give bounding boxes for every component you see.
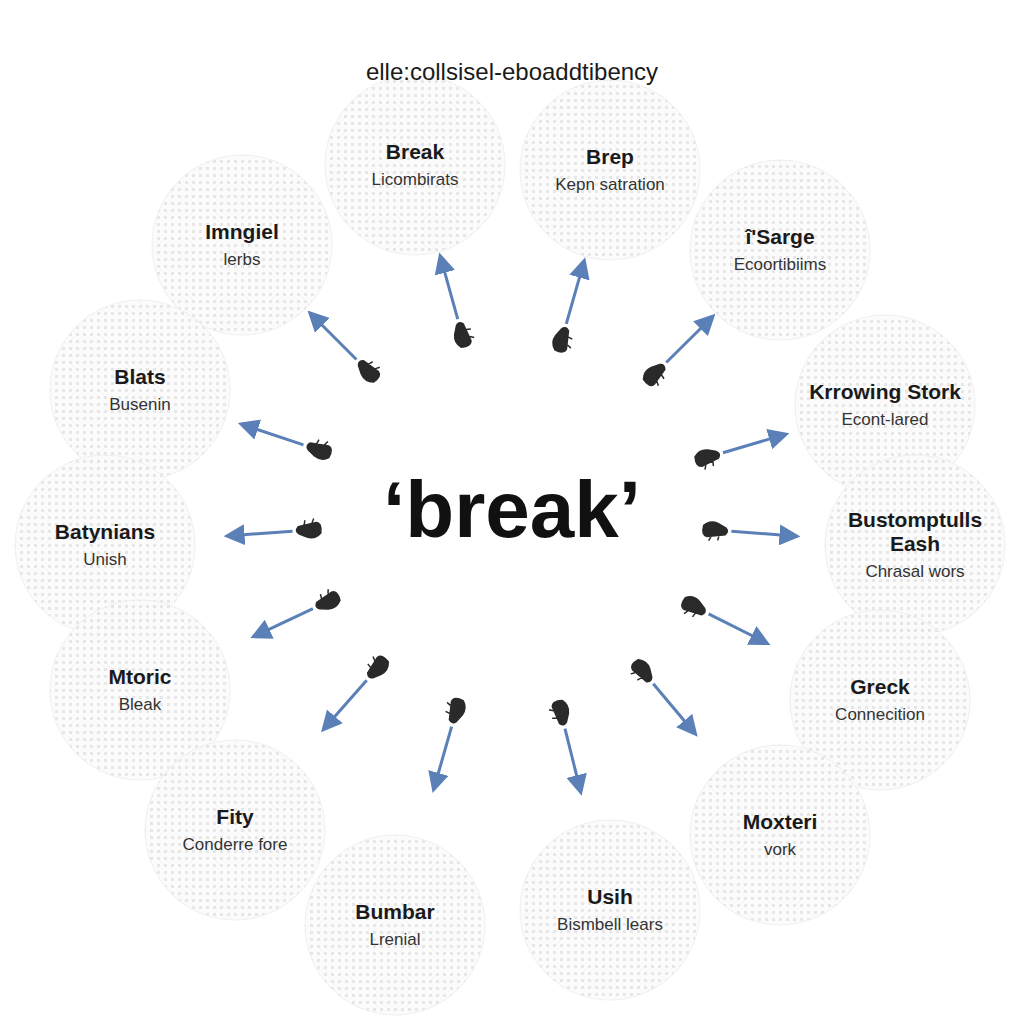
spoke-icon — [296, 518, 322, 539]
spoke-arrow — [434, 727, 452, 790]
circle-subtext: Chrasal wors — [865, 562, 964, 582]
circle-subtext: vork — [764, 840, 796, 860]
circle-shape — [518, 818, 702, 1002]
circle-heading: Brep — [586, 145, 634, 169]
word-circle: î'SargeEcoortibiims — [688, 158, 872, 342]
circle-heading: Mtoric — [109, 665, 172, 689]
circle-heading: Fity — [216, 805, 253, 829]
word-circle: BrepKepn satration — [518, 78, 702, 262]
circle-subtext: Busenin — [109, 395, 170, 415]
circle-heading: Greck — [850, 675, 910, 699]
circle-shape — [303, 833, 487, 1017]
spoke-icon — [678, 594, 708, 622]
spoke-icon — [702, 521, 728, 542]
circle-shape — [518, 78, 702, 262]
spoke-arrow — [653, 684, 695, 734]
circle-subtext: Kepn satration — [555, 175, 665, 195]
center-word: ‘break’ — [262, 470, 762, 550]
circle-subtext: Bleak — [119, 695, 162, 715]
circle-subtext: lerbs — [224, 250, 261, 270]
spoke-icon — [693, 446, 722, 471]
spoke-arrow — [731, 531, 796, 536]
word-circle: UsihBismbell lears — [518, 818, 702, 1002]
circle-shape — [688, 743, 872, 927]
circle-heading: Break — [386, 140, 444, 164]
spoke-arrow — [666, 317, 712, 363]
word-circle: FityConderre fore — [143, 738, 327, 922]
spoke-icon — [305, 436, 334, 462]
spoke-icon — [354, 354, 385, 385]
diagram-title: elle:collsisel-eboaddtibency — [0, 58, 1024, 86]
spoke-icon — [547, 699, 571, 727]
word-circle: BlatsBusenin — [48, 298, 232, 482]
circle-subtext: Conderre fore — [183, 835, 288, 855]
circle-heading: Krrowing Stork — [809, 380, 961, 404]
circle-heading: Usih — [587, 885, 633, 909]
spoke-arrow — [440, 257, 457, 320]
spoke-arrow — [254, 609, 313, 637]
spoke-arrow — [324, 680, 367, 729]
circle-heading: Imngiel — [205, 220, 279, 244]
spoke-icon — [442, 696, 467, 725]
circle-subtext: Bismbell lears — [557, 915, 663, 935]
circle-heading: Moxteri — [743, 810, 818, 834]
spoke-icon — [551, 326, 576, 355]
circle-subtext: Connecition — [835, 705, 925, 725]
circle-heading: Bustomptulls Eash — [833, 508, 997, 556]
word-circle: Moxteri vork — [688, 743, 872, 927]
circle-shape — [143, 738, 327, 922]
word-circle: Bustomptulls EashChrasal wors — [823, 453, 1007, 637]
word-circle: BumbarLrenial — [303, 833, 487, 1017]
circle-shape — [688, 158, 872, 342]
spoke-icon — [361, 652, 391, 683]
spoke-arrow — [228, 531, 293, 536]
circle-heading: î'Sarge — [745, 225, 814, 249]
circle-shape — [323, 73, 507, 257]
spoke-arrow — [709, 614, 767, 643]
spoke-arrow — [566, 261, 584, 324]
circle-shape — [48, 298, 232, 482]
spoke-icon — [312, 587, 342, 615]
circle-heading: Batynians — [55, 520, 155, 544]
spoke-icon — [640, 360, 671, 391]
circle-subtext: Econt-lared — [842, 410, 929, 430]
circle-heading: Blats — [114, 365, 165, 389]
circle-subtext: Licombirats — [372, 170, 459, 190]
spoke-arrow — [723, 434, 785, 452]
circle-subtext: Lrenial — [369, 930, 420, 950]
word-circle: BreakLicombirats — [323, 73, 507, 257]
circle-subtext: Unish — [83, 550, 126, 570]
spoke-arrow — [242, 424, 304, 445]
circle-heading: Bumbar — [355, 900, 434, 924]
circle-subtext: Ecoortibiims — [734, 255, 827, 275]
spoke-icon — [451, 320, 476, 349]
spoke-arrow — [565, 729, 581, 792]
spoke-icon — [627, 657, 657, 688]
spoke-arrow — [310, 313, 356, 359]
